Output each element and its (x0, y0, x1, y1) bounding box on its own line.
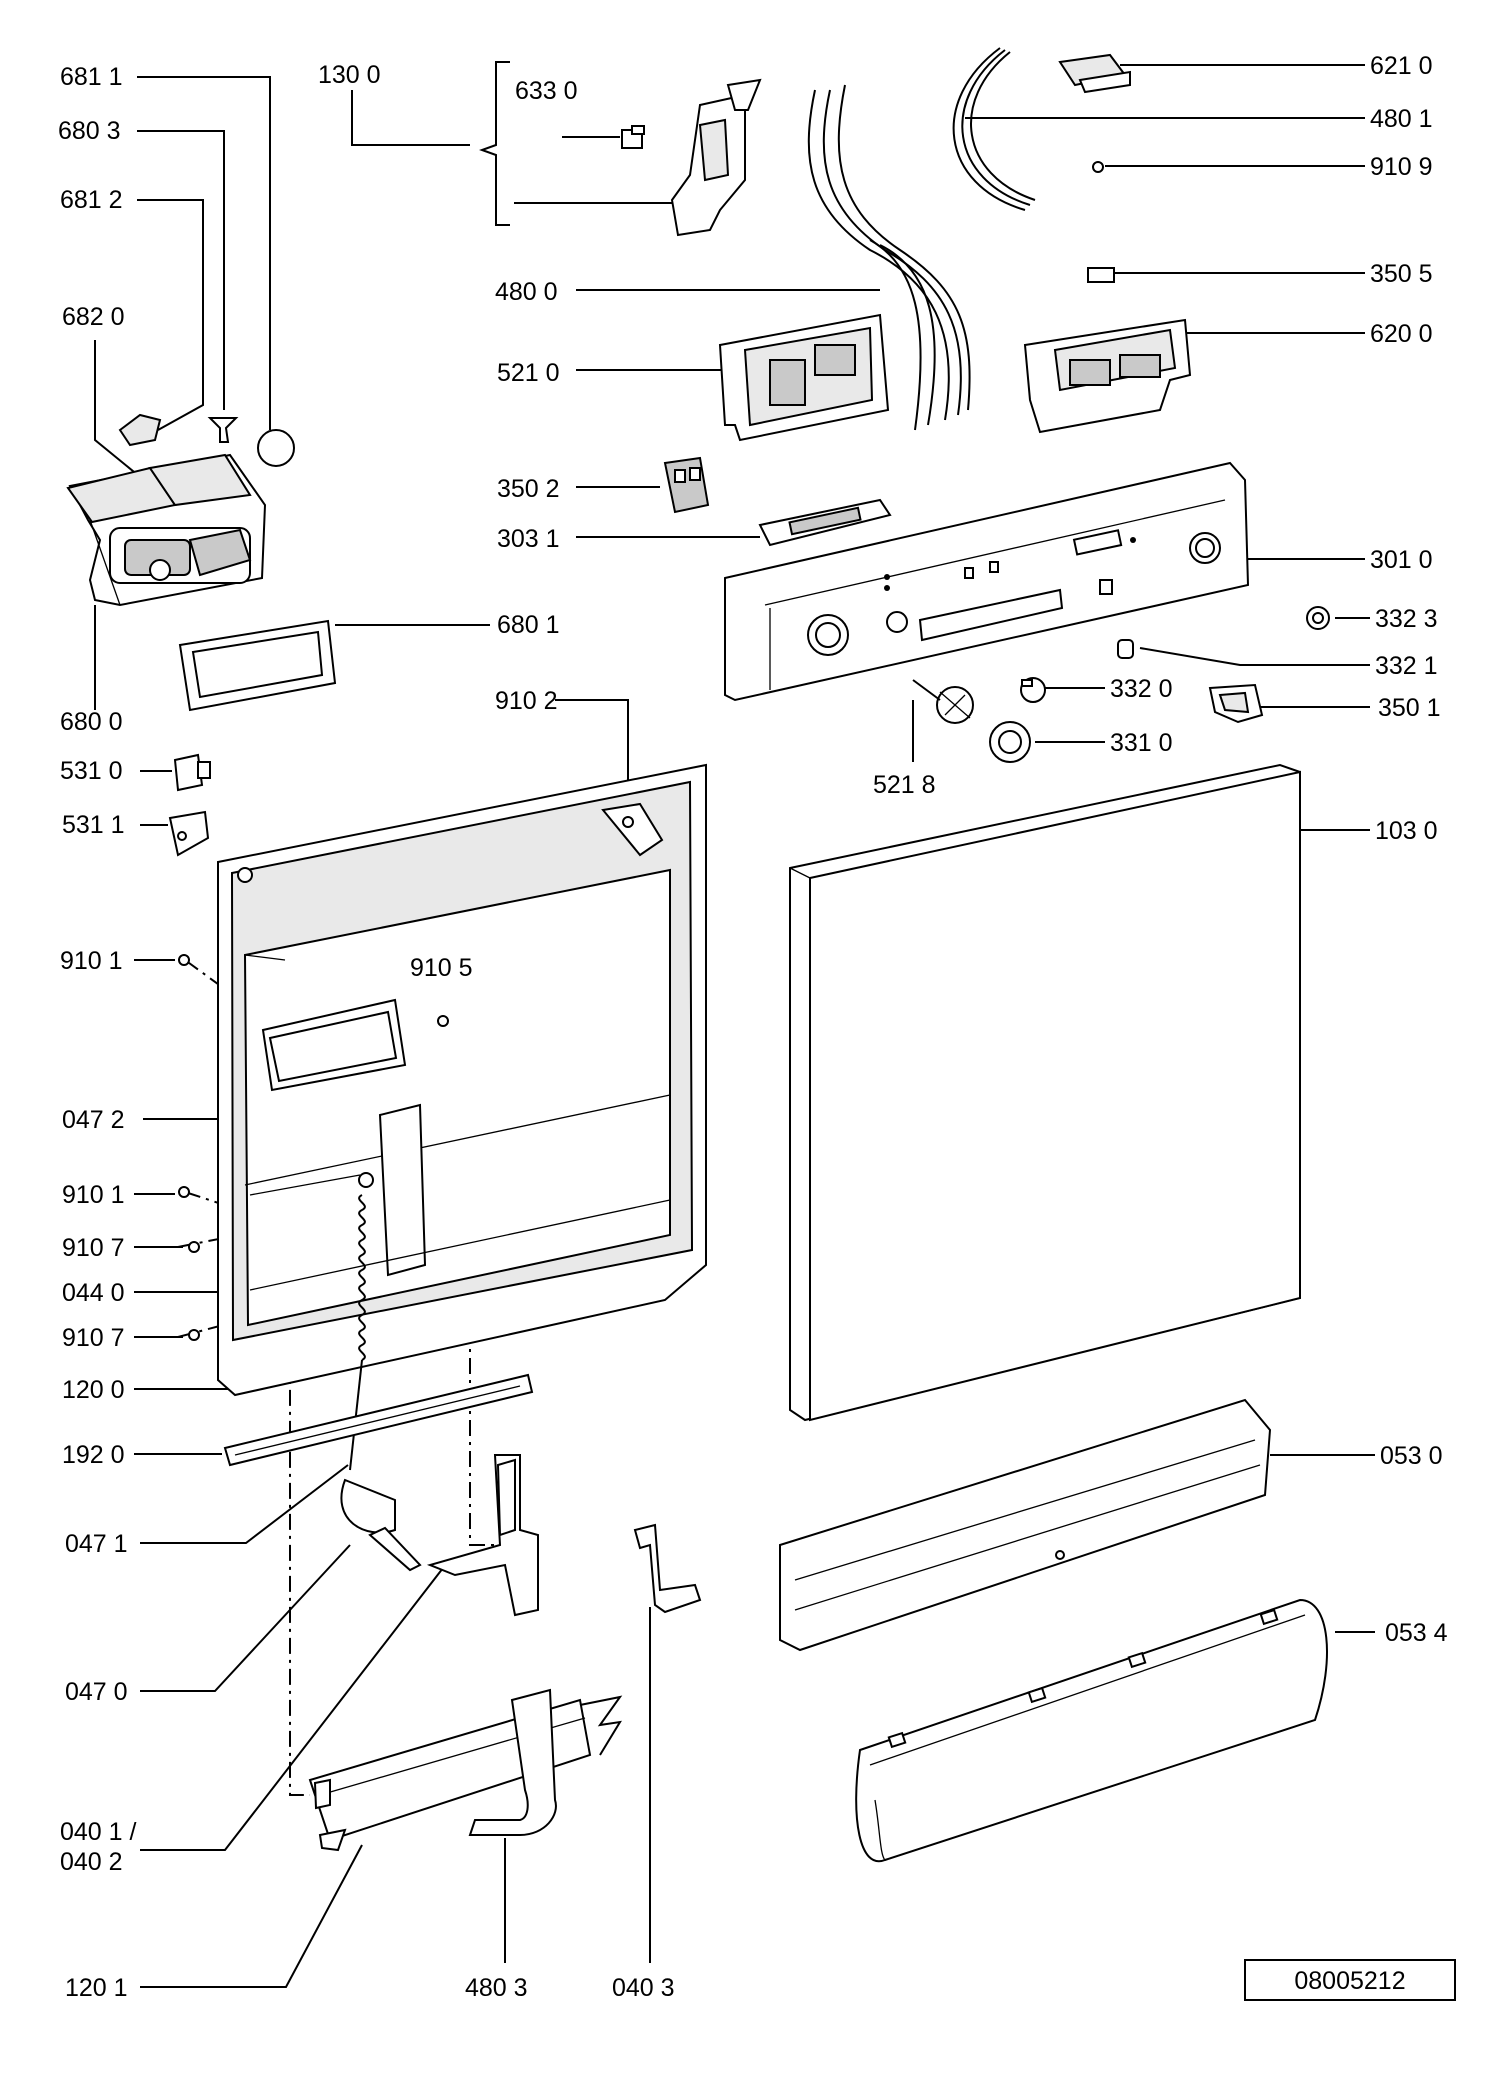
label-480-0: 480 0 (495, 278, 558, 306)
electronic-module-521-0 (718, 313, 890, 442)
label-331-0: 331 0 (1110, 729, 1173, 757)
inner-door-120-0 (217, 763, 707, 1397)
control-panel-301-0 (724, 461, 1250, 702)
switch-350-2 (663, 456, 710, 514)
label-332-1: 332 1 (1375, 652, 1438, 680)
diagram-reference-box: 08005212 (1244, 1959, 1456, 2001)
plinth-053-4 (855, 1598, 1328, 1863)
label-910-7a: 910 7 (62, 1234, 125, 1262)
button-332-0 (1020, 677, 1046, 703)
detergent-dispenser-680-0 (66, 453, 267, 607)
label-910-9: 910 9 (1370, 153, 1433, 181)
label-047-2: 047 2 (62, 1106, 125, 1134)
window-350-1 (1208, 683, 1264, 724)
spring-lever-047-0 (340, 1478, 422, 1572)
label-130-0: 130 0 (318, 61, 381, 89)
label-480-1: 480 1 (1370, 105, 1433, 133)
label-681-1: 681 1 (60, 63, 123, 91)
leader-lines (94, 61, 1375, 1988)
label-531-0: 531 0 (60, 757, 123, 785)
door-spring-044-0 (349, 1172, 374, 1471)
diagram-reference-number: 08005212 (1294, 1967, 1405, 1995)
label-531-1: 531 1 (62, 811, 125, 839)
label-680-1: 680 1 (497, 611, 560, 639)
door-hinge-part-531-1 (168, 810, 210, 857)
dispenser-lid-681-2 (118, 413, 162, 447)
label-044-0: 044 0 (62, 1279, 125, 1307)
label-192-0: 192 0 (62, 1441, 125, 1469)
part-350-5 (1087, 267, 1115, 283)
label-047-1: 047 1 (65, 1530, 128, 1558)
label-047-0: 047 0 (65, 1678, 128, 1706)
screws (178, 954, 449, 1341)
label-910-2: 910 2 (495, 687, 558, 715)
label-480-3: 480 3 (465, 1974, 528, 2002)
label-680-0: 680 0 (60, 708, 123, 736)
wiring-harness-480-1 (952, 47, 1036, 211)
button-332-1 (1117, 639, 1134, 659)
label-040-3: 040 3 (612, 1974, 675, 2002)
label-350-1: 350 1 (1378, 694, 1441, 722)
label-040-1: 040 1 / (60, 1818, 137, 1846)
label-910-1a: 910 1 (60, 947, 123, 975)
label-682-0: 682 0 (62, 303, 125, 331)
label-332-0: 332 0 (1110, 675, 1173, 703)
control-board-620-0 (1023, 318, 1192, 434)
label-332-3: 332 3 (1375, 605, 1438, 633)
wiring-harness-480-0 (807, 84, 971, 431)
label-910-5: 910 5 (410, 954, 473, 982)
label-103-0: 103 0 (1375, 817, 1438, 845)
seal-rail-192-0 (223, 1373, 534, 1467)
label-040-2: 040 2 (60, 1848, 123, 1876)
screw-910-9 (1092, 161, 1104, 173)
outer-door-panel-103-0 (789, 763, 1301, 1422)
label-681-2: 681 2 (60, 186, 123, 214)
knob-332-3 (1306, 606, 1330, 630)
label-350-5: 350 5 (1370, 260, 1433, 288)
part-labels: 681 1 680 3 681 2 682 0 680 0 680 1 531 … (58, 52, 1448, 2002)
label-910-7b: 910 7 (62, 1324, 125, 1352)
label-303-1: 303 1 (497, 525, 560, 553)
door-lock-130-0 (621, 78, 762, 237)
label-521-8: 521 8 (873, 771, 936, 799)
hinge-910-2 (601, 802, 664, 857)
door-hinge-part-531-0 (173, 753, 211, 792)
label-620-0: 620 0 (1370, 320, 1433, 348)
label-120-1: 120 1 (65, 1974, 128, 2002)
label-521-0: 521 0 (497, 359, 560, 387)
label-621-0: 621 0 (1370, 52, 1433, 80)
bracket-040-3 (633, 1523, 702, 1614)
label-350-2: 350 2 (497, 475, 560, 503)
button-strip-303-1 (758, 498, 892, 547)
label-633-0: 633 0 (515, 77, 578, 105)
knob-331-0 (989, 721, 1031, 763)
selector-521-8 (912, 679, 974, 724)
hinge-bracket-040-1 (426, 1454, 539, 1617)
rinse-aid-cap-681-1 (257, 429, 295, 467)
dispenser-gasket-680-1 (178, 619, 337, 712)
label-680-3: 680 3 (58, 117, 121, 145)
label-301-0: 301 0 (1370, 546, 1433, 574)
label-053-4: 053 4 (1385, 1619, 1448, 1647)
handle-480-3 (468, 1688, 557, 1836)
module-621-0 (1058, 53, 1131, 94)
kick-rail-053-0 (779, 1398, 1272, 1652)
label-053-0: 053 0 (1380, 1442, 1443, 1470)
lower-trim-120-1 (308, 1695, 623, 1852)
label-910-1b: 910 1 (62, 1181, 125, 1209)
dispenser-spring-680-3 (207, 417, 239, 443)
label-120-0: 120 0 (62, 1376, 125, 1404)
